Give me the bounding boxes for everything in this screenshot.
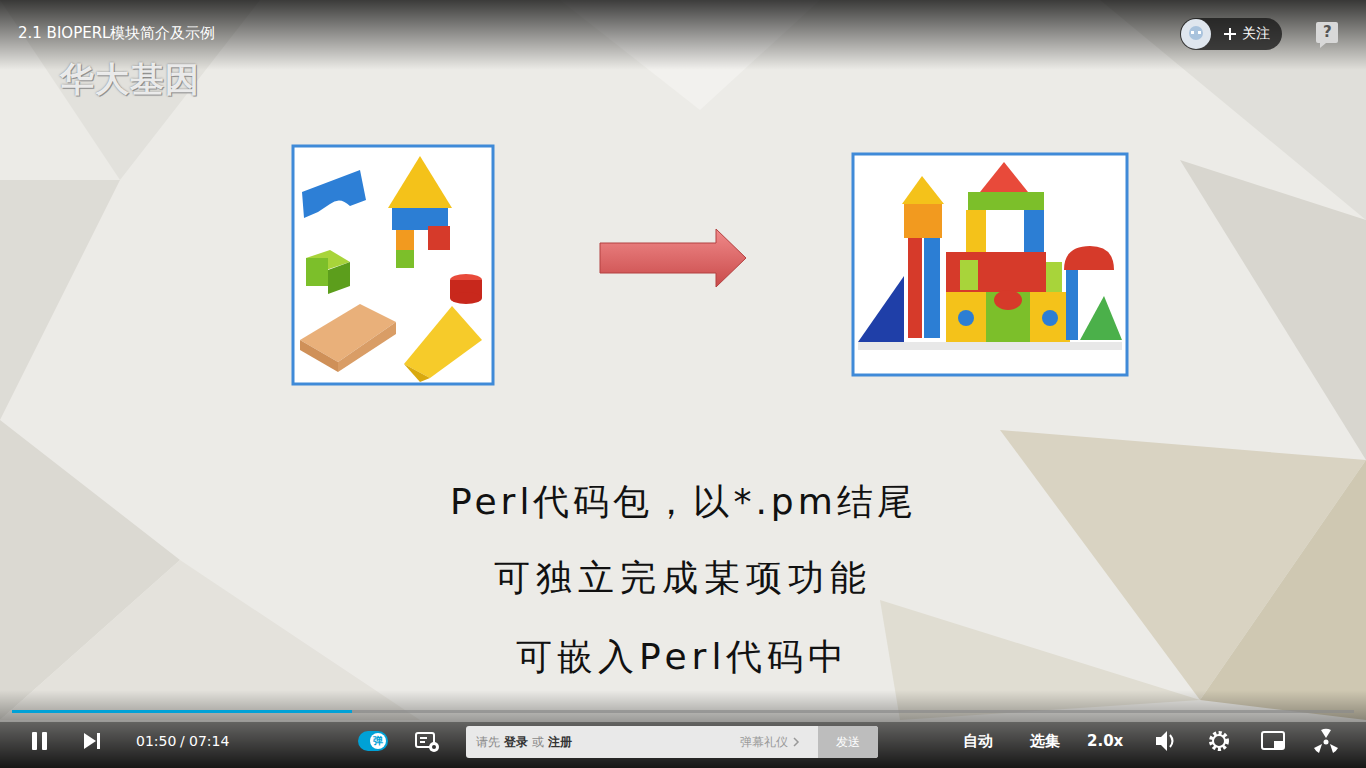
time-separator: / <box>180 733 185 749</box>
avatar-icon <box>1180 18 1240 50</box>
slide-line: Perl代码包，以*.pm结尾 <box>450 478 917 527</box>
help-icon: ? <box>1323 23 1332 41</box>
slide-line: 可嵌入Perl代码中 <box>516 633 849 682</box>
watermark: 华大基因 <box>60 57 200 103</box>
episodes-button: 选集 <box>1030 732 1060 751</box>
node-text: 请先 <box>476 734 500 751</box>
chevron-icon <box>792 737 800 747</box>
autoplay-button: 自动 <box>963 732 993 751</box>
send-button: 发送 <box>818 726 878 758</box>
node-text: 注册 <box>548 734 572 751</box>
video-title: 2.1 BIOPERL模块简介及示例 <box>18 24 215 43</box>
node-text: 弹 <box>373 734 383 748</box>
speed-button: 2.0x <box>1087 732 1123 750</box>
danmaku-input: 请先登录或注册 弹幕礼仪 发送 <box>466 726 878 758</box>
slide-line: 可独立完成某项功能 <box>494 554 872 603</box>
follow-button: 关注 <box>1180 18 1282 50</box>
node-text: 登录 <box>504 734 528 751</box>
node-text: 发送 <box>836 734 860 751</box>
node-text: 或 <box>532 734 544 751</box>
node-text: 关注 <box>1242 25 1270 43</box>
danmaku-toggle: 弹 <box>358 731 388 751</box>
current-time: 01:50 <box>136 733 176 749</box>
node-text: 弹幕礼仪 <box>740 734 788 751</box>
total-time: 07:14 <box>189 733 229 749</box>
